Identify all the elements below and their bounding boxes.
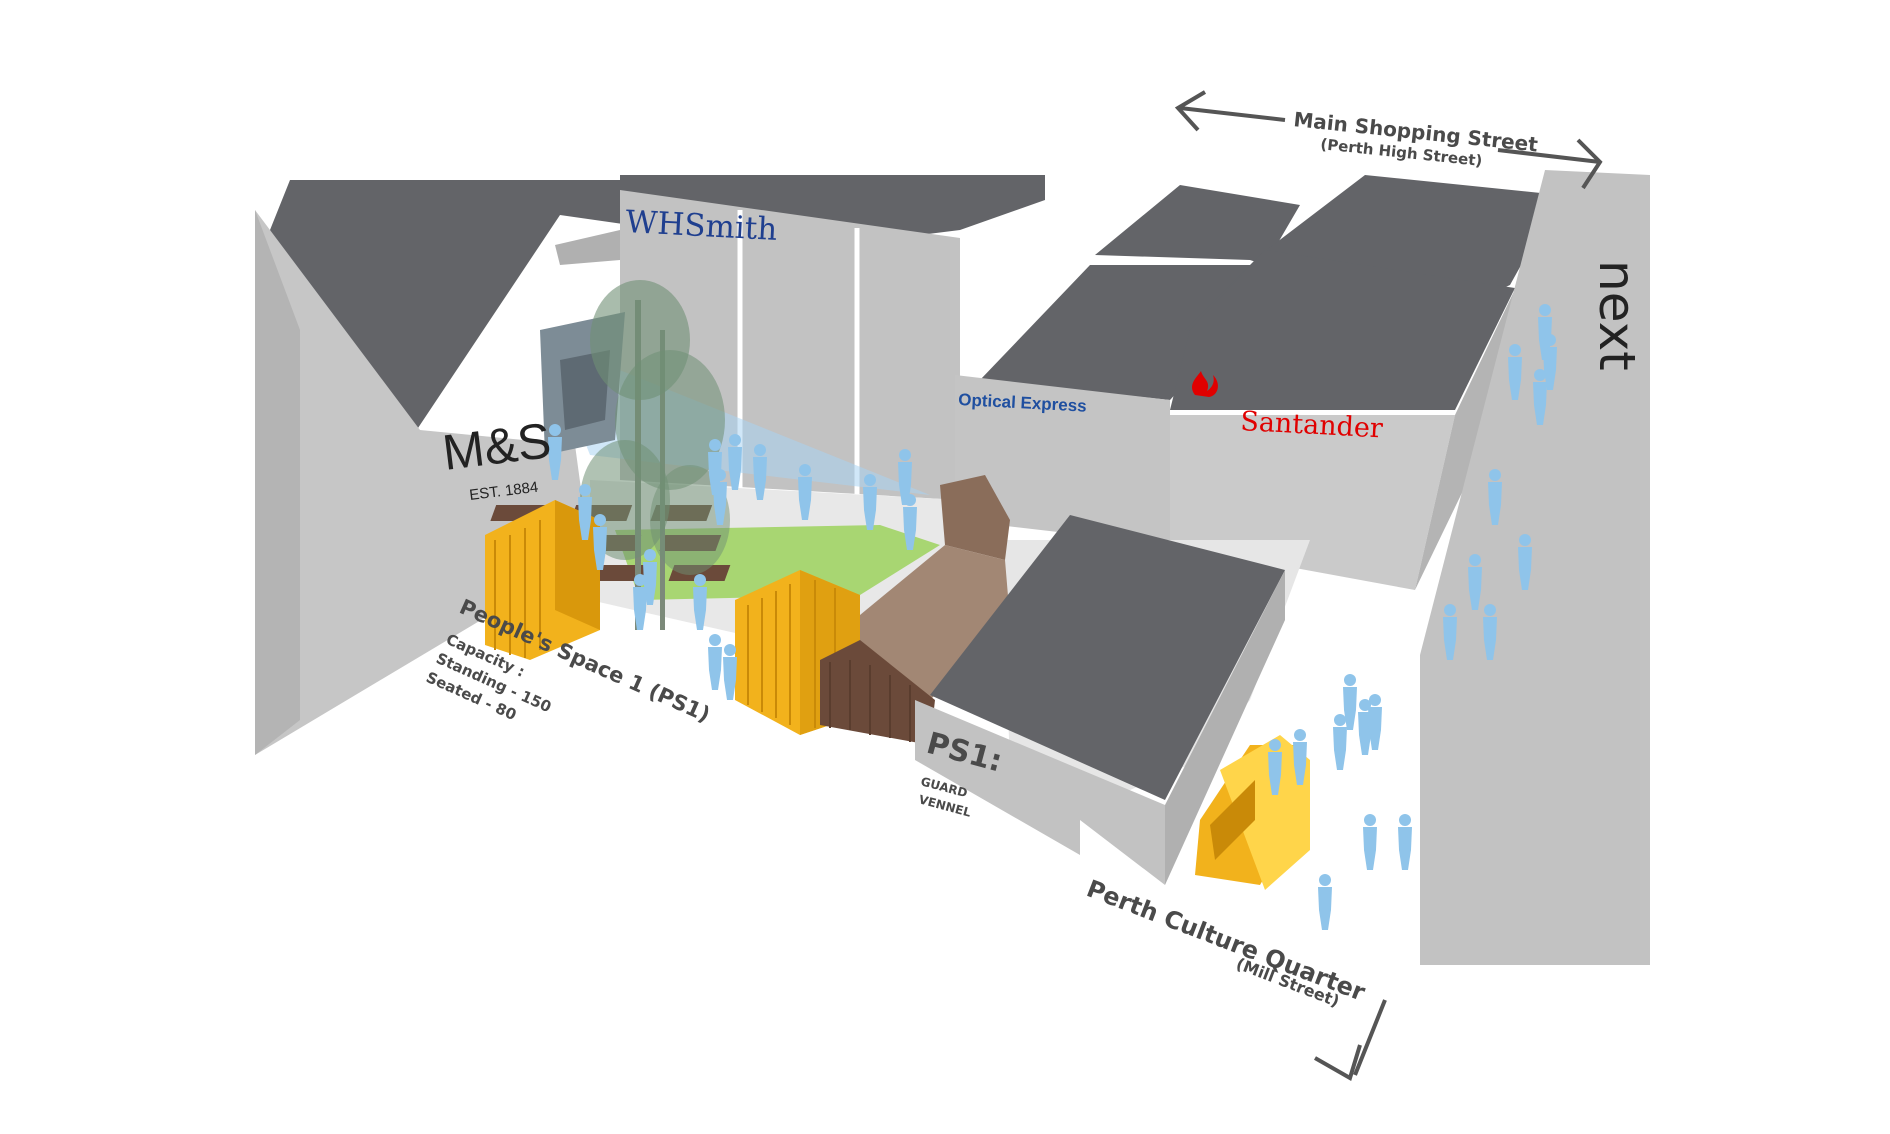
person-figure [713,469,727,525]
person-figure [548,424,562,480]
person-figure [1268,739,1282,795]
person-figure [723,644,737,700]
next-building [1420,170,1650,965]
person-figure [1543,334,1557,390]
timber-pallet-wall [820,475,1010,745]
person-figure [863,474,877,530]
person-figure [753,444,767,500]
ps1-front-wall [915,700,1165,885]
person-figure [1363,814,1377,870]
high-street-buildings [955,175,1560,590]
person-figure [728,434,742,490]
ps1-building [915,515,1285,885]
ps1-roof [930,515,1285,800]
next-sign: next [1588,260,1646,371]
person-figure [693,574,707,630]
person-figure [1343,674,1357,730]
person-figure [1483,604,1497,660]
main-street-arrow [1174,90,1603,190]
person-figure [1518,534,1532,590]
person-figure [1443,604,1457,660]
person-figure [578,484,592,540]
person-figure [708,634,722,690]
santander-roof-2 [1170,250,1515,410]
culture-quarter-arrow [1314,999,1387,1081]
ms-logo: M&S [440,412,554,481]
ms-building [255,175,1045,755]
person-figure [1468,554,1482,610]
person-figure [1358,699,1372,755]
santander-sign: Santander [1240,406,1384,444]
optical-roof-back [1095,185,1300,265]
person-figure [593,514,607,570]
person-figure [798,464,812,520]
person-figure [1333,714,1347,770]
people [548,304,1557,930]
person-figure [1293,729,1307,785]
person-figure [1508,344,1522,400]
ms-wall [255,210,590,755]
person-figure [903,494,917,550]
person-figure [1533,369,1547,425]
ms-wall-shade [255,210,300,755]
whsmith-sign: WHSmith [625,204,779,248]
next-wall [1420,170,1650,965]
person-figure [633,574,647,630]
person-figure [1368,694,1382,750]
person-figure [1318,874,1332,930]
person-figure [1398,814,1412,870]
ps1-side-wall [1165,570,1285,885]
optical-wall [955,375,1170,545]
person-figure [1488,469,1502,525]
santander-flame-icon [1191,371,1218,397]
